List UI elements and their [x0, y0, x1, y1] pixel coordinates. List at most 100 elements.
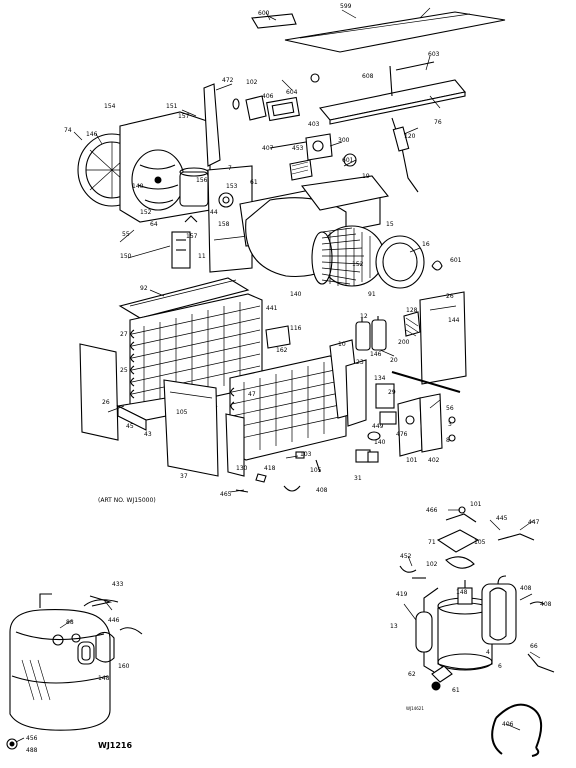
clip-bits-right [399, 565, 441, 691]
terminal-cover [481, 575, 517, 645]
callout-label: 26 [102, 399, 110, 406]
callout-label: 441 [266, 305, 278, 312]
callout-label: 604 [286, 89, 298, 96]
callout-label: 465 [220, 491, 232, 498]
callout-label: 599 [340, 3, 352, 10]
callout-label: 408 [520, 585, 532, 592]
capacitors [355, 316, 387, 351]
callout-label: 128 [406, 307, 418, 314]
callout-label: 29 [388, 389, 396, 396]
callout-label: 406 [502, 721, 514, 728]
callout-label: 16 [422, 241, 430, 248]
callout-label: 44 [210, 209, 218, 216]
fan-blade [131, 149, 185, 211]
callout-label: 116 [290, 325, 302, 332]
callout-label: 45 [126, 423, 134, 430]
drain-pan-top [118, 277, 250, 319]
accumulator [415, 587, 439, 673]
callout-label: 103 [300, 451, 312, 458]
callout-label: 13 [390, 623, 398, 630]
compressor-parts-left [6, 595, 143, 750]
callout-label: 406 [262, 93, 274, 100]
callout-label: 105 [474, 539, 486, 546]
callout-label: 47 [248, 391, 256, 398]
rubber-grommet-coil [491, 703, 543, 757]
top-cover-panel [251, 7, 506, 53]
callout-label: 452 [400, 553, 412, 560]
callout-label: 11 [198, 253, 206, 260]
blower-wheel [311, 225, 385, 287]
callout-label: 26 [446, 293, 454, 300]
callout-label: 476 [396, 431, 408, 438]
callout-label: 105 [310, 467, 322, 474]
callout-label: 148 [98, 675, 110, 682]
callout-label: 446 [108, 617, 120, 624]
callout-label: 130 [236, 465, 248, 472]
callout-label: 419 [396, 591, 408, 598]
callout-label: 153 [226, 183, 238, 190]
switch-block [375, 383, 397, 425]
callout-label: 140 [132, 183, 144, 190]
callout-label: 150 [120, 253, 132, 260]
callout-label: 62 [408, 671, 416, 678]
callout-label: 15 [386, 221, 394, 228]
coil-end-plate [225, 413, 245, 477]
rear-grille-bar [391, 371, 461, 393]
callout-label: 152 [352, 261, 364, 268]
callout-label: 200 [398, 339, 410, 346]
callout-label: 102 [246, 79, 258, 86]
callout-label: 20 [390, 357, 398, 364]
callout-label: 152 [140, 209, 152, 216]
callout-label: 76 [434, 119, 442, 126]
callout-label: 4 [486, 649, 490, 656]
callout-label: 88 [66, 619, 74, 626]
callout-label: 146 [86, 131, 98, 138]
callout-label: 601 [450, 257, 462, 264]
hardware-bits [235, 431, 381, 493]
callout-label: 144 [448, 317, 460, 324]
callout-label: 162 [276, 347, 288, 354]
callout-label: 447 [528, 519, 540, 526]
capacitor-bracket [171, 215, 198, 269]
cap-bracket-hatched [403, 311, 421, 337]
callout-label: 601 [342, 157, 354, 164]
callout-label: 12 [360, 313, 368, 320]
control-mount [397, 393, 443, 457]
callout-label: 603 [428, 51, 440, 58]
callout-label: 433 [112, 581, 124, 588]
callout-label: 7 [228, 165, 232, 172]
side-panel-left [79, 343, 119, 441]
callout-label: 74 [64, 127, 72, 134]
small-switch [355, 449, 379, 463]
callout-label: 154 [104, 103, 116, 110]
partition-right [329, 339, 367, 427]
callout-label: 600 [258, 10, 270, 17]
callout-label: 445 [496, 515, 508, 522]
callout-label: 120 [404, 133, 416, 140]
callout-label: 56 [446, 405, 454, 412]
callout-label: 449 [372, 423, 384, 430]
callout-label: 92 [140, 285, 148, 292]
callout-label: 23 [356, 359, 364, 366]
art-number-label: (ART NO. WJ15000) [98, 497, 156, 504]
callout-label: 61 [452, 687, 460, 694]
callout-label: 27 [120, 331, 128, 338]
callout-label: 134 [374, 375, 386, 382]
wire-harness-right [497, 533, 555, 673]
callout-label: 157 [178, 113, 190, 120]
orifice-ring [375, 235, 425, 289]
callout-label: 300 [338, 137, 350, 144]
callout-label: 418 [264, 465, 276, 472]
callout-label: 408 [316, 487, 328, 494]
callout-label: 102 [426, 561, 438, 568]
callout-label: 91 [368, 291, 376, 298]
bottom-label-b: 488 [26, 747, 38, 754]
callout-label: 608 [362, 73, 374, 80]
callout-label: 407 [262, 145, 274, 152]
callout-label: 148 [456, 589, 468, 596]
callout-label: 151 [166, 103, 178, 110]
callout-label: 43 [144, 431, 152, 438]
callout-label: 156 [196, 177, 208, 184]
callout-label: 19 [362, 173, 370, 180]
